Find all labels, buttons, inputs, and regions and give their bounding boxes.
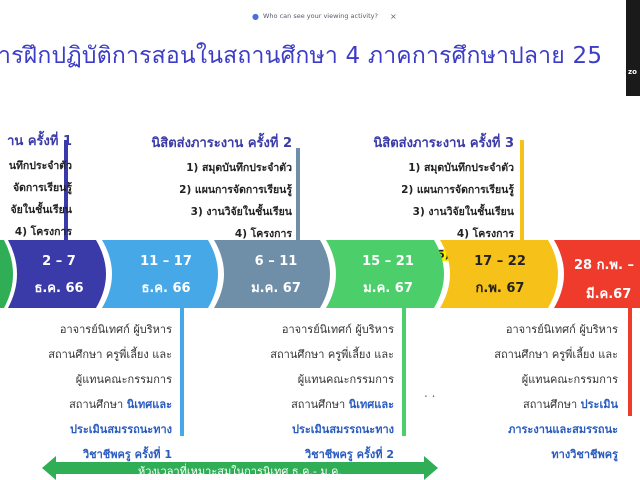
zoom-video-strip[interactable]: zo [626,0,640,96]
connector-line-3 [520,140,524,250]
close-icon[interactable]: × [389,11,397,21]
timeline-segment-6 [554,240,640,308]
timeline-band [0,240,640,308]
timeline-segment-0 [0,240,13,308]
section-2-item: 1) สมุดบันทึกประจำตัว [186,162,292,174]
supervision-note-1: อาจารย์นิเทศก์ ผู้บริหาร สถานศึกษา ครูพี… [48,323,172,461]
timeline-segment-1 [8,240,106,308]
connector-line-2 [296,148,300,248]
bottom-banner-text: ห้วงเวลาที่เหมาะสมในการนิเทศ ธ.ค.- ม.ค. [138,465,342,478]
people-icon: ● [252,11,259,21]
lower-connector-1 [180,306,184,436]
section-2: นิสิตส่งภาระงาน ครั้งที่ 2 1) สมุดบันทึก… [150,132,292,242]
timeline-segment-4 [326,240,444,308]
section-1-item: จัดการเรียนรู้ [12,182,72,194]
viewing-activity-text[interactable]: Who can see your viewing activity? [262,12,378,20]
ellipsis: . . [424,386,436,400]
zoom-label: zo [628,68,637,76]
connector-line-1 [64,140,68,250]
section-1-title: าน ครั้งที่ 1 [7,134,72,149]
viewing-activity-bar[interactable]: ● Who can see your viewing activity? × [252,8,397,24]
lower-connector-3 [628,306,632,416]
section-3-item: 2) แผนการจัดการเรียนรู้ [401,184,514,196]
timeline-segment-5 [440,240,558,308]
section-2-item: 4) โครงการ [234,228,292,240]
section-2-title: นิสิตส่งภาระงาน ครั้งที่ 2 [151,136,292,151]
supervision-note-3: อาจารย์นิเทศก์ ผู้บริหาร สถานศึกษา ครูพี… [494,323,618,461]
section-3-item: 3) งานวิจัยในชั้นเรียน [412,206,514,218]
section-1-item: นทึกประจำตัว [8,160,72,172]
section-2-item: 2) แผนการจัดการเรียนรู้ [179,184,292,196]
section-2-item: 3) งานวิจัยในชั้นเรียน [190,206,292,218]
slide-title: ารฝึกปฏิบัติการสอนในสถานศึกษา 4 ภาคการศึ… [0,43,603,69]
section-1: าน ครั้งที่ 1 นทึกประจำตัว จัดการเรียนรู… [0,130,72,240]
supervision-note-2: อาจารย์นิเทศก์ ผู้บริหาร สถานศึกษา ครูพี… [270,323,394,461]
section-3-title: นิสิตส่งภาระงาน ครั้งที่ 3 [373,136,514,151]
timeline-segment-3 [214,240,330,308]
section-1-item: จัยในชั้นเรียน [10,204,72,216]
section-3-item: 1) สมุดบันทึกประจำตัว [408,162,514,174]
bottom-arrow-banner [42,456,438,480]
section-3-item: 4) โครงการ [456,228,514,240]
section-1-item: 4) โครงการ [14,226,72,238]
timeline-segment-2 [102,240,218,308]
lower-connector-2 [402,306,406,436]
timeline-date-6: 28 ก.พ. –มี.ค.67 [574,258,634,302]
